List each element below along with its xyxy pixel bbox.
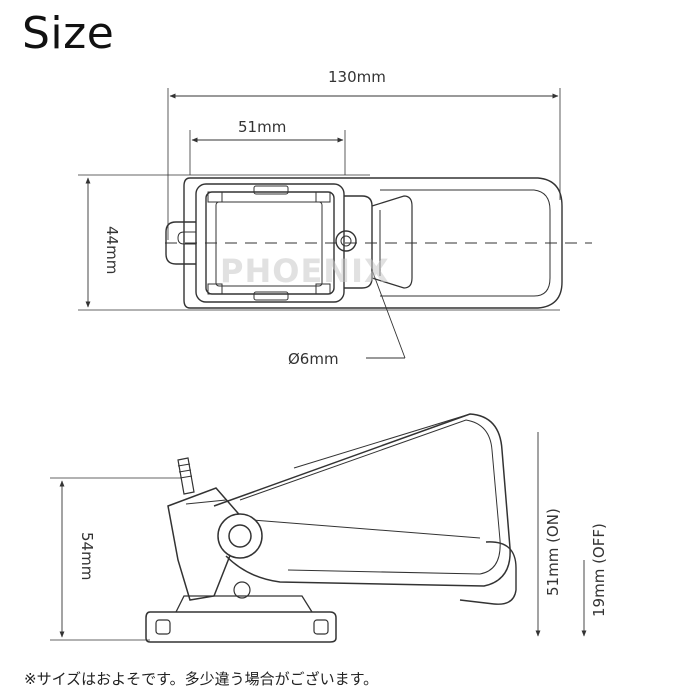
hinge-hole xyxy=(335,230,357,252)
size-disclaimer-note: ※サイズはおよそです。多少違う場合がございます。 xyxy=(24,670,379,688)
dim-130-label: 130mm xyxy=(328,68,386,86)
dim-off-label: 19mm (OFF) xyxy=(590,523,608,617)
top-view xyxy=(78,88,592,359)
watermark: PHOENIX xyxy=(220,252,390,290)
nozzle xyxy=(177,457,195,495)
side-view xyxy=(50,413,587,643)
dim-on-label: 51mm (ON) xyxy=(544,508,562,596)
dim-54-label: 54mm xyxy=(78,532,96,580)
float-body-outline xyxy=(183,177,563,309)
dim-51-label: 51mm xyxy=(238,118,286,136)
page-title: Size xyxy=(22,8,115,59)
dim-44-label: 44mm xyxy=(103,226,121,274)
switch-body xyxy=(167,487,245,601)
switch-housing xyxy=(195,183,345,303)
base-plate xyxy=(145,611,337,643)
hinge-pivot xyxy=(217,513,263,559)
hole-leader xyxy=(371,269,406,359)
dim-hole-label: Ø6mm xyxy=(288,350,339,368)
float-arm xyxy=(213,413,511,587)
